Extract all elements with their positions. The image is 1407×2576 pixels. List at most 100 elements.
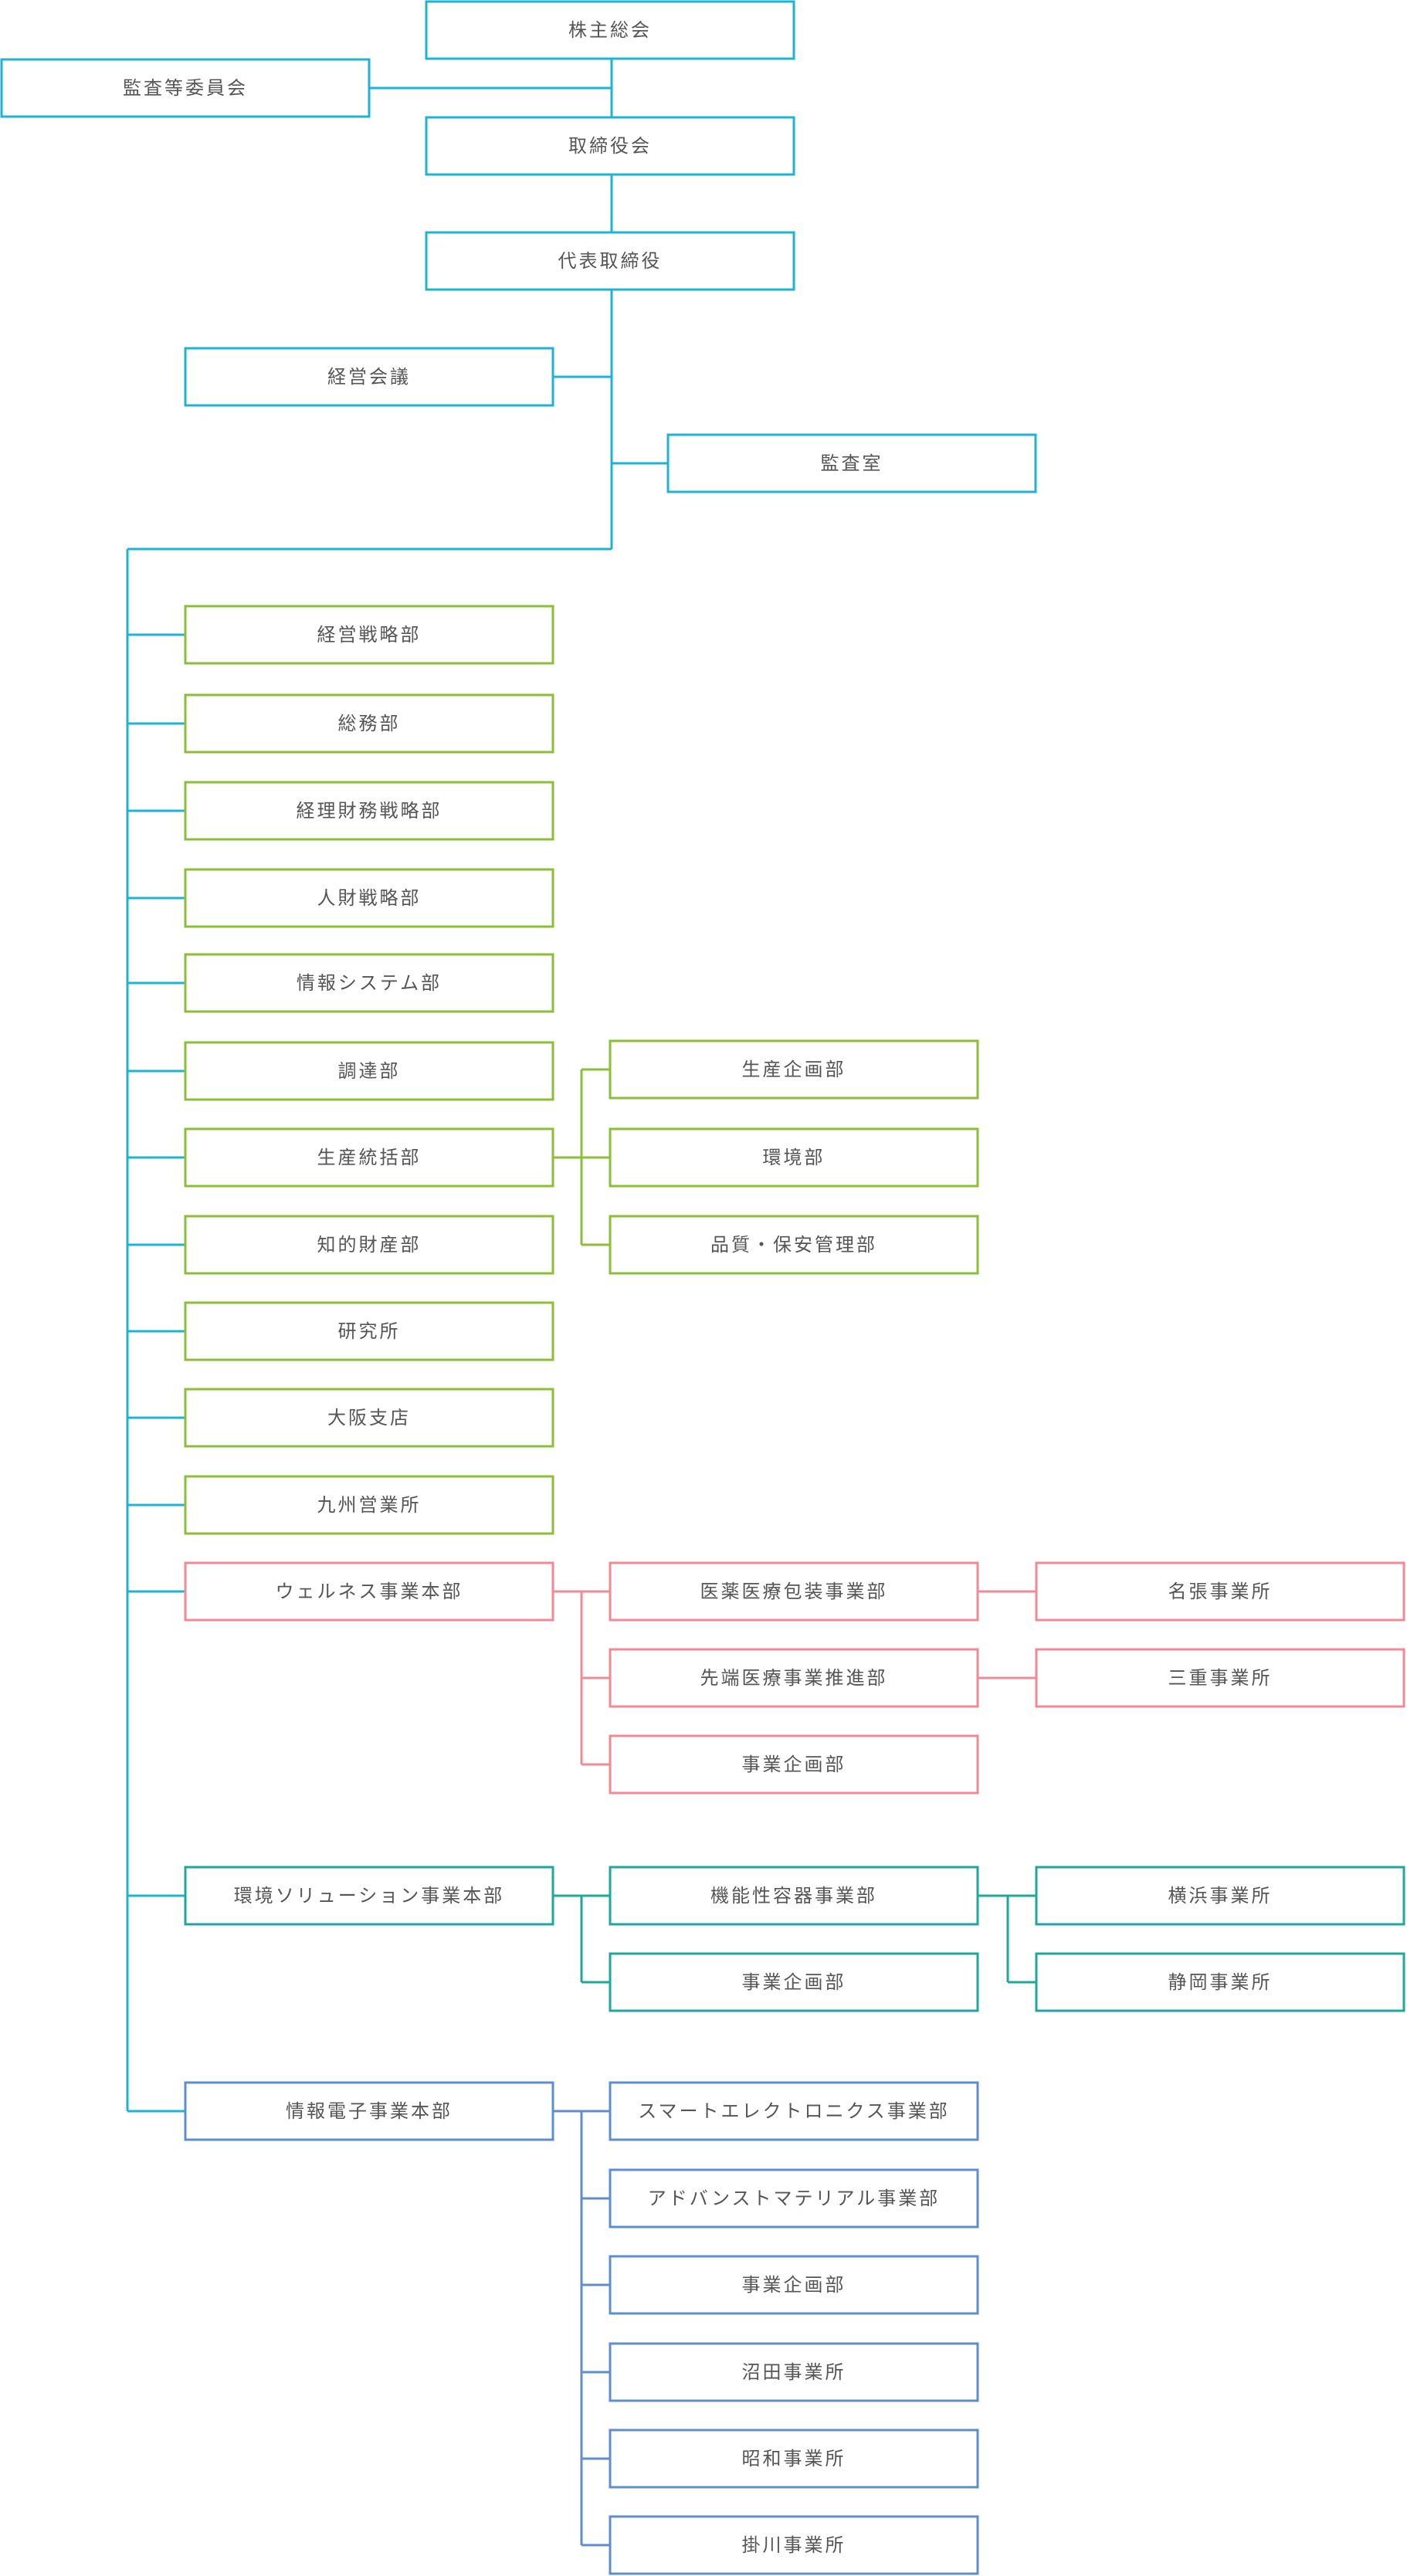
node-department-4-label: 情報システム部 xyxy=(297,972,442,994)
node-production-sub-1: 環境部 xyxy=(609,1127,979,1188)
node-shareholders-meeting-label: 株主総会 xyxy=(568,19,652,41)
node-department-7-box xyxy=(184,1215,554,1275)
node-electronics-division-1: アドバンストマテリアル事業部 xyxy=(609,2168,979,2229)
node-wellness-site-0: 名張事業所 xyxy=(1035,1561,1405,1622)
node-environment-hq-box xyxy=(184,1866,554,1926)
node-department-3-box xyxy=(184,868,554,928)
node-environment-hq: 環境ソリューション事業本部 xyxy=(184,1866,554,1926)
node-audit-committee-label: 監査等委員会 xyxy=(123,77,248,99)
node-environment-division-1-label: 事業企画部 xyxy=(742,1971,846,1993)
node-president-box xyxy=(425,231,795,291)
node-department-10-box xyxy=(184,1475,554,1535)
node-electronics-division-0: スマートエレクトロニクス事業部 xyxy=(609,2081,979,2141)
node-department-9-label: 大阪支店 xyxy=(327,1407,411,1429)
node-department-10-label: 九州営業所 xyxy=(317,1494,422,1516)
node-environment-division-1: 事業企画部 xyxy=(609,1952,979,2012)
node-wellness-division-2: 事業企画部 xyxy=(609,1734,979,1795)
node-department-5-label: 調達部 xyxy=(338,1060,401,1082)
node-audit-office-box xyxy=(666,433,1037,493)
node-department-8: 研究所 xyxy=(184,1301,554,1361)
node-department-0-box xyxy=(184,605,554,665)
node-board: 取締役会 xyxy=(425,116,795,176)
node-environment-site-1-label: 静岡事業所 xyxy=(1168,1971,1273,1993)
node-department-0-label: 経営戦略部 xyxy=(317,624,422,646)
node-wellness-division-0-label: 医薬医療包装事業部 xyxy=(700,1581,888,1602)
node-environment-site-0-label: 横浜事業所 xyxy=(1168,1885,1273,1907)
node-department-6-label: 生産統括部 xyxy=(317,1147,422,1168)
node-wellness-site-0-label: 名張事業所 xyxy=(1168,1581,1273,1602)
node-wellness-division-2-label: 事業企画部 xyxy=(742,1754,846,1775)
node-electronics-division-0-label: スマートエレクトロニクス事業部 xyxy=(638,2100,950,2122)
node-production-sub-1-label: 環境部 xyxy=(763,1147,826,1168)
node-president-label: 代表取締役 xyxy=(558,250,663,272)
node-environment-site-0: 横浜事業所 xyxy=(1035,1866,1405,1926)
node-management-council-label: 経営会議 xyxy=(327,366,411,388)
node-electronics-division-2: 事業企画部 xyxy=(609,2255,979,2315)
node-wellness-division-2-box xyxy=(609,1734,979,1795)
node-department-6-box xyxy=(184,1127,554,1188)
node-production-sub-0-box xyxy=(609,1039,979,1100)
node-environment-site-0-box xyxy=(1035,1866,1405,1926)
node-department-3-label: 人財戦略部 xyxy=(317,887,422,909)
node-wellness-division-1: 先端医療事業推進部 xyxy=(609,1648,979,1708)
node-management-council: 経営会議 xyxy=(184,347,554,407)
node-environment-site-1-box xyxy=(1035,1952,1405,2012)
node-department-1-label: 総務部 xyxy=(338,713,401,734)
node-board-label: 取締役会 xyxy=(568,135,652,157)
connector-lines xyxy=(126,59,1036,2547)
node-department-8-box xyxy=(184,1301,554,1361)
node-wellness-hq-box xyxy=(184,1561,554,1622)
node-audit-committee-box xyxy=(0,58,371,118)
node-president: 代表取締役 xyxy=(425,231,795,291)
node-department-2: 経理財務戦略部 xyxy=(184,781,554,841)
node-department-9: 大阪支店 xyxy=(184,1388,554,1448)
node-production-sub-2: 品質・保安管理部 xyxy=(609,1215,979,1275)
node-electronics-division-4: 昭和事業所 xyxy=(609,2429,979,2489)
node-wellness-division-0: 医薬医療包装事業部 xyxy=(609,1561,979,1622)
node-wellness-site-1-label: 三重事業所 xyxy=(1168,1667,1273,1689)
node-production-sub-0-label: 生産企画部 xyxy=(742,1059,846,1080)
node-audit-committee: 監査等委員会 xyxy=(0,58,371,118)
node-wellness-hq-label: ウェルネス事業本部 xyxy=(276,1581,463,1602)
node-department-8-label: 研究所 xyxy=(338,1320,401,1342)
node-department-10: 九州営業所 xyxy=(184,1475,554,1535)
node-wellness-hq: ウェルネス事業本部 xyxy=(184,1561,554,1622)
node-electronics-division-2-label: 事業企画部 xyxy=(742,2274,846,2296)
node-shareholders-meeting: 株主総会 xyxy=(425,0,795,60)
node-production-sub-2-label: 品質・保安管理部 xyxy=(710,1234,877,1256)
node-wellness-division-1-label: 先端医療事業推進部 xyxy=(700,1667,888,1689)
node-environment-site-1: 静岡事業所 xyxy=(1035,1952,1405,2012)
node-management-council-box xyxy=(184,347,554,407)
node-electronics-hq-box xyxy=(184,2081,554,2141)
node-department-7-label: 知的財産部 xyxy=(317,1234,422,1256)
node-department-4-box xyxy=(184,953,554,1013)
node-department-1-box xyxy=(184,693,554,754)
node-production-sub-1-box xyxy=(609,1127,979,1188)
node-department-2-label: 経理財務戦略部 xyxy=(297,800,442,822)
node-board-box xyxy=(425,116,795,176)
node-electronics-division-3-box xyxy=(609,2342,979,2402)
node-electronics-division-0-box xyxy=(609,2081,979,2141)
node-electronics-division-3: 沼田事業所 xyxy=(609,2342,979,2402)
node-shareholders-meeting-box xyxy=(425,0,795,60)
node-environment-division-0-label: 機能性容器事業部 xyxy=(710,1885,877,1907)
node-department-1: 総務部 xyxy=(184,693,554,754)
node-electronics-division-1-box xyxy=(609,2168,979,2229)
node-department-3: 人財戦略部 xyxy=(184,868,554,928)
node-environment-division-0: 機能性容器事業部 xyxy=(609,1866,979,1926)
node-department-6: 生産統括部 xyxy=(184,1127,554,1188)
node-production-sub-2-box xyxy=(609,1215,979,1275)
node-electronics-division-3-label: 沼田事業所 xyxy=(742,2361,846,2383)
node-electronics-division-4-box xyxy=(609,2429,979,2489)
node-environment-hq-label: 環境ソリューション事業本部 xyxy=(234,1885,505,1907)
node-electronics-division-5: 掛川事業所 xyxy=(609,2515,979,2575)
node-environment-division-1-box xyxy=(609,1952,979,2012)
node-department-7: 知的財産部 xyxy=(184,1215,554,1275)
node-department-4: 情報システム部 xyxy=(184,953,554,1013)
node-wellness-division-1-box xyxy=(609,1648,979,1708)
node-electronics-division-5-label: 掛川事業所 xyxy=(742,2534,846,2556)
node-wellness-site-1: 三重事業所 xyxy=(1035,1648,1405,1708)
node-electronics-hq-label: 情報電子事業本部 xyxy=(286,2100,453,2122)
